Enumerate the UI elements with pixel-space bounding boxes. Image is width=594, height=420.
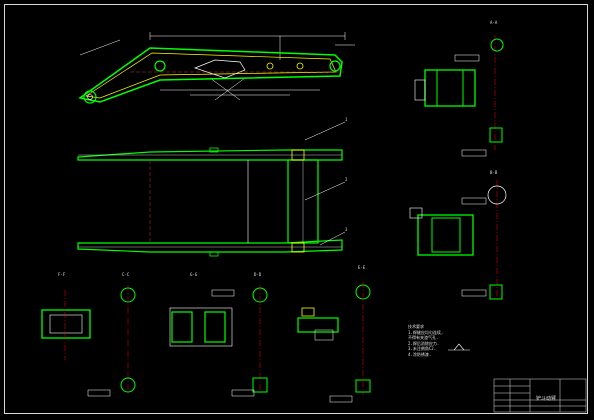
balloon-1: 1 [345,117,348,122]
title-block-label: 铲斗动臂 [536,396,557,402]
section-view-bottom-3 [297,282,371,403]
section-view-right-bottom [409,180,507,300]
balloon-3: 3 [345,227,348,232]
notes-line: 1.焊缝应均匀连续, [408,329,444,335]
notes-line: 不得有夹渣气孔. [408,335,439,340]
section-label: F-F [58,272,66,277]
section-view-bottom-2 [169,285,268,397]
notes-line: 4.涂防锈漆. [408,351,432,357]
section-label: G-G [190,272,198,277]
title-block-grid [493,378,587,413]
notes-heading: 技术要求 [408,324,424,329]
section-view-bottom-1 [41,285,136,397]
technical-notes: 技术要求 1.焊缝应均匀连续, 不得有夹渣气孔. 2.焊后消除应力. 3.未注倒… [408,324,443,357]
weld-symbol [448,343,470,351]
balloon-2: 2 [345,177,348,182]
section-view-right-top [414,35,504,157]
section-label: A-A [490,20,498,25]
section-label: D-D [254,272,262,277]
section-label: B-B [490,170,498,175]
boom-elevation-view [78,32,355,104]
notes-line: 2.焊后消除应力. [408,340,440,346]
drawing-border [4,4,588,414]
notes-line: 3.未注倒角C2. [408,346,437,351]
section-label: C-C [122,272,130,277]
boom-plan-view [77,121,346,257]
section-label: E-E [358,265,366,270]
